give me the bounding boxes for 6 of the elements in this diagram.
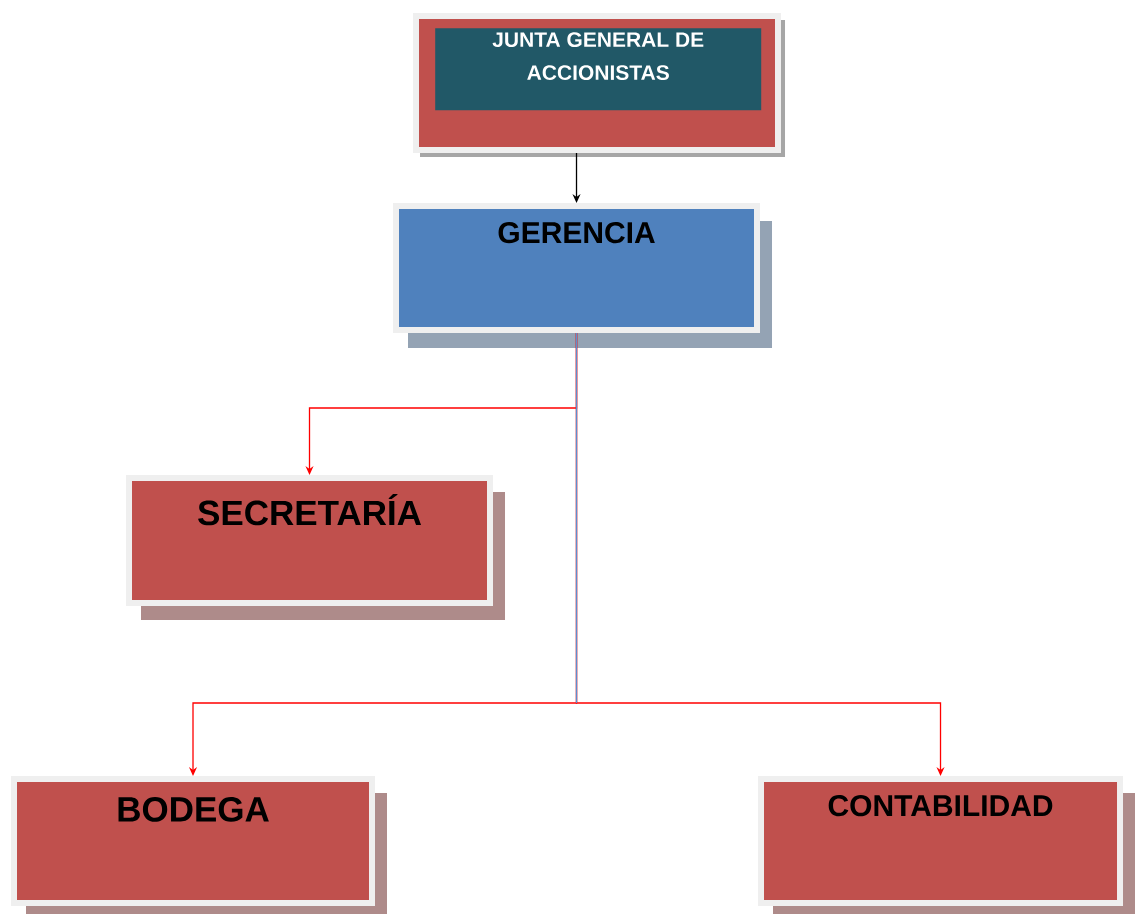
org-box: JUNTA GENERAL DE ACCIONISTAS (435, 28, 762, 111)
org-box: CONTABILIDAD (758, 776, 1135, 914)
org-box: SECRETARÍA (126, 475, 505, 620)
org-box: GERENCIA (393, 203, 772, 348)
org-box: BODEGA (11, 776, 387, 914)
trunk-line (575, 332, 578, 704)
